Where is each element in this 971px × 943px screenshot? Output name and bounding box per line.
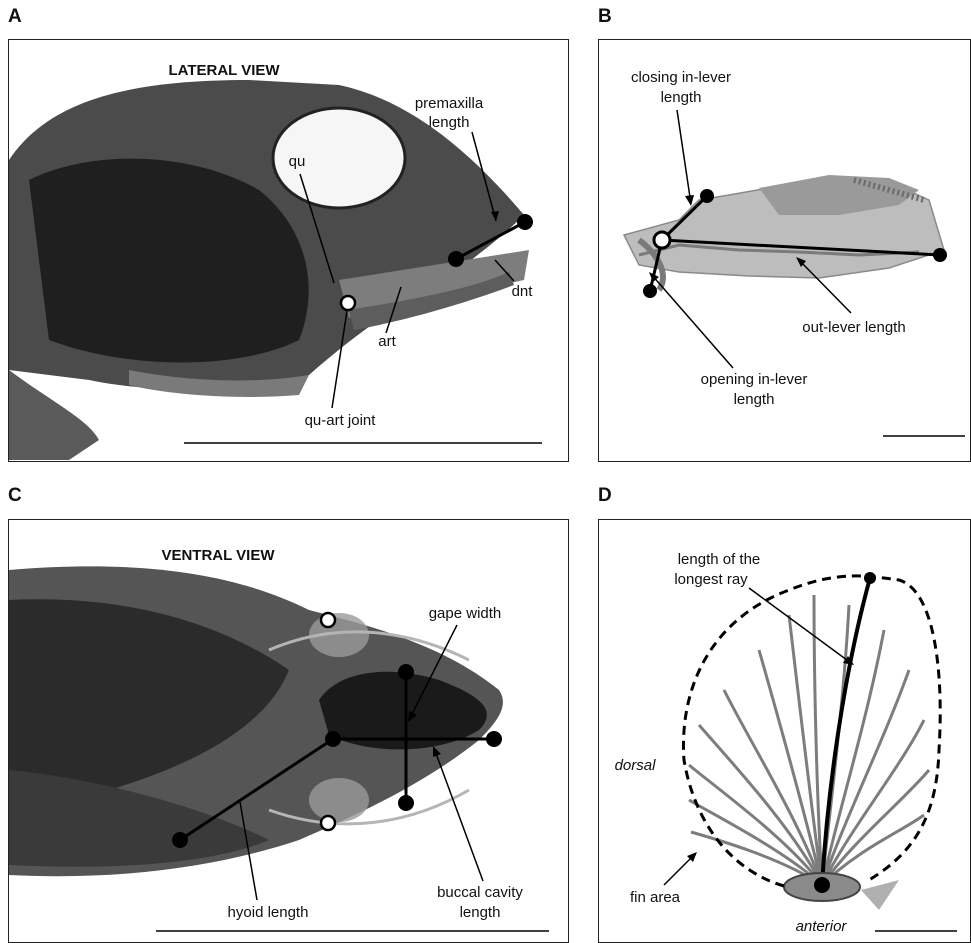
gape-width-label: gape width <box>429 605 502 622</box>
opening-in-lever-label-2: length <box>734 391 775 408</box>
opening-in-lever-label-1: opening in-lever <box>701 371 808 388</box>
qu-art-joint-marker <box>341 296 355 310</box>
panel-letter-c: C <box>8 485 22 507</box>
panel-c-ventral-view: VENTRAL VIEW gape width hyoid length buc… <box>8 519 569 943</box>
fin-area-label: fin area <box>630 889 681 906</box>
panel-a-lateral-view: LATERAL VIEW premaxilla length qu dnt ar… <box>8 39 569 462</box>
hyoid-length-label: hyoid length <box>228 904 309 921</box>
fin-rays <box>689 595 929 885</box>
out-lever-label: out-lever length <box>802 319 905 336</box>
hyoid-posterior-point <box>172 832 188 848</box>
closing-in-lever-point <box>700 189 714 203</box>
panel-letter-d: D <box>598 485 612 507</box>
longest-ray-label-2: longest ray <box>674 571 748 588</box>
closing-pointer <box>677 110 691 204</box>
art-label: art <box>378 333 396 350</box>
panel-d-pectoral-fin: length of the longest ray dorsal fin are… <box>598 519 971 943</box>
closing-in-lever-label-2: length <box>661 89 702 106</box>
fin-base-point <box>814 877 830 893</box>
premaxilla-length-label-2: length <box>429 114 470 131</box>
longest-ray-label-1: length of the <box>678 551 761 568</box>
anterior-label: anterior <box>796 918 848 935</box>
joint-marker-right <box>321 816 335 830</box>
dorsal-label: dorsal <box>615 757 657 774</box>
panel-letter-b: B <box>598 6 612 28</box>
buccal-tip-point <box>486 731 502 747</box>
lateral-view-title: LATERAL VIEW <box>168 62 280 79</box>
opening-in-lever-point <box>643 284 657 298</box>
qu-art-joint-label: qu-art joint <box>305 412 377 429</box>
buccal-cavity-pointer <box>434 748 483 881</box>
buccal-cavity-label-2: length <box>460 904 501 921</box>
premaxilla-length-label-1: premaxilla <box>415 95 484 112</box>
out-lever-point <box>933 248 947 262</box>
gape-width-point-bottom <box>398 795 414 811</box>
closing-in-lever-label-1: closing in-lever <box>631 69 731 86</box>
premaxilla-tip-point <box>517 214 533 230</box>
panel-b-lower-jaw: closing in-lever length out-lever length… <box>598 39 971 462</box>
panel-letter-a: A <box>8 6 22 28</box>
lateral-skull-image: LATERAL VIEW premaxilla length qu dnt ar… <box>9 40 569 462</box>
buccal-cavity-label-1: buccal cavity <box>437 884 523 901</box>
gape-width-point-top <box>398 664 414 680</box>
jaw-joint-marker <box>654 232 670 248</box>
joint-marker-left <box>321 613 335 627</box>
pectoral-fin-image: length of the longest ray dorsal fin are… <box>599 520 971 943</box>
dnt-label: dnt <box>512 283 534 300</box>
longest-ray-pointer <box>749 588 851 663</box>
ventral-skull-image: VENTRAL VIEW gape width hyoid length buc… <box>9 520 569 943</box>
qu-label: qu <box>289 153 306 170</box>
ventral-view-title: VENTRAL VIEW <box>161 547 275 564</box>
hyoid-anterior-point <box>325 731 341 747</box>
premaxilla-end-point <box>448 251 464 267</box>
lower-jaw-image: closing in-lever length out-lever length… <box>599 40 971 462</box>
opening-pointer <box>651 274 733 368</box>
